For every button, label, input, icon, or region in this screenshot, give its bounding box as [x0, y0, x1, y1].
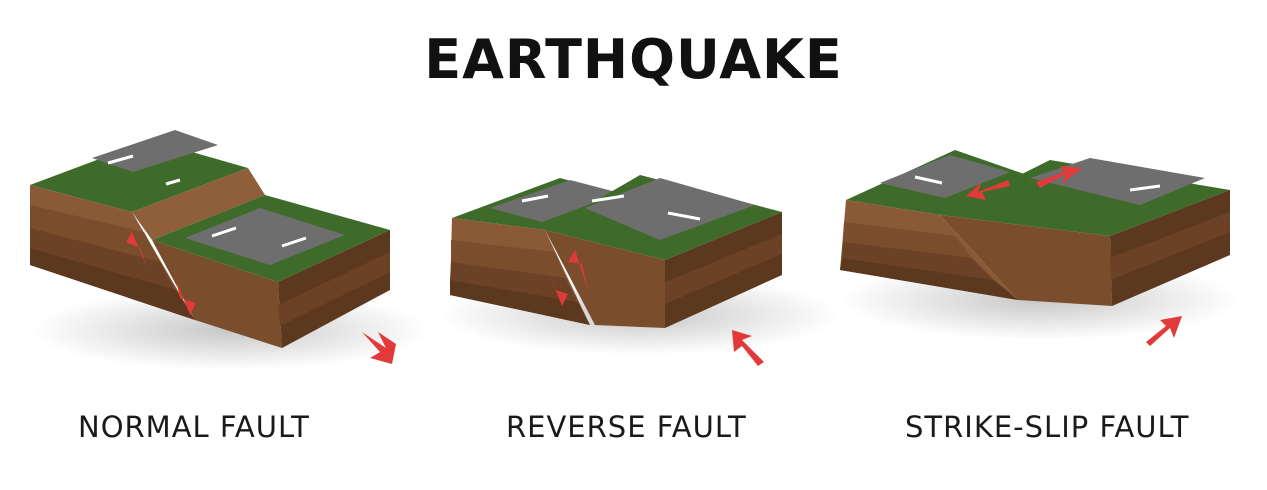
arrow-down	[548, 270, 568, 306]
strike-slip-fault-block	[840, 150, 1240, 346]
arrow-slide	[1146, 316, 1182, 346]
arrow-pull	[362, 332, 396, 364]
road	[92, 130, 218, 172]
grass-top	[30, 140, 248, 212]
soil-front	[152, 240, 282, 348]
arrow-up	[126, 232, 148, 270]
reverse-fault-label: REVERSE FAULT	[506, 410, 747, 444]
road	[880, 155, 1010, 198]
road-line	[591, 194, 625, 203]
arrow-up	[568, 250, 588, 290]
fault-plane	[132, 168, 265, 240]
road-line	[281, 236, 307, 248]
arrow-right	[1036, 166, 1082, 188]
road-line	[521, 194, 549, 203]
normal-fault-label: NORMAL FAULT	[78, 410, 310, 444]
road	[585, 178, 755, 240]
arrow-down	[176, 280, 196, 315]
arrow-left	[966, 180, 1010, 200]
road-line	[107, 154, 134, 165]
road-line	[914, 175, 943, 185]
diagram-title: EARTHQUAKE	[424, 28, 843, 91]
road-line	[667, 211, 701, 221]
strike-slip-fault-label: STRIKE-SLIP FAULT	[905, 410, 1190, 444]
road	[490, 180, 620, 222]
road	[185, 208, 345, 265]
arrow-push	[732, 330, 764, 366]
road-line	[1129, 184, 1161, 192]
soil-front	[940, 215, 1112, 306]
reverse-fault-block	[440, 175, 840, 366]
normal-fault-block	[30, 130, 430, 370]
road-line	[165, 178, 181, 186]
road-line	[211, 226, 237, 238]
